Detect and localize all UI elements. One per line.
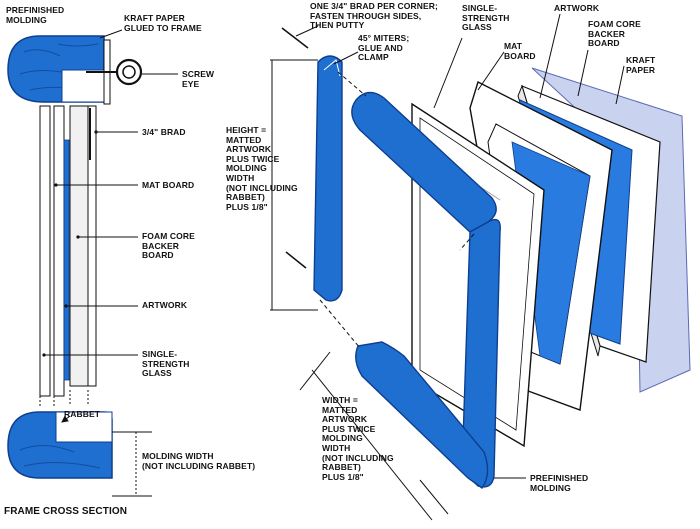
label-mat-board-exploded: MAT BOARD — [504, 41, 536, 61]
cross-section-glass — [39, 105, 51, 397]
label-artwork-cross: ARTWORK — [142, 300, 188, 310]
label-brad-per-corner: ONE 3/4" BRAD PER CORNER; FASTEN THROUGH… — [310, 1, 438, 31]
label-molding-width: MOLDING WIDTH (NOT INCLUDING RABBET) — [142, 451, 256, 471]
molding-left-rail — [313, 55, 343, 302]
cross-section-foam-core — [69, 105, 89, 387]
exploded-view-drawing — [270, 13, 691, 521]
label-kraft-paper-glued: KRAFT PAPER GLUED TO FRAME — [124, 13, 202, 33]
label-prefinished-molding-exploded: PREFINISHED MOLDING — [530, 473, 589, 493]
label-prefinished-molding-cross: PREFINISHED MOLDING — [6, 5, 65, 25]
cross-section-mat — [53, 105, 65, 397]
label-height-formula: HEIGHT = MATTED ARTWORK PLUS TWICE MOLDI… — [226, 125, 298, 212]
label-kraft-paper-exploded: KRAFT PAPER — [626, 55, 656, 75]
cross-section-artwork — [63, 139, 70, 381]
molding-bottom-rail — [355, 341, 489, 489]
label-artwork-exploded: ARTWORK — [554, 3, 600, 13]
label-foam-core-cross: FOAM CORE BACKER BOARD — [142, 231, 195, 261]
screw-eye-icon — [86, 58, 143, 86]
label-glass-cross: SINGLE- STRENGTH GLASS — [142, 349, 190, 379]
label-glass-exploded: SINGLE- STRENGTH GLASS — [462, 3, 510, 33]
molding-top-rail — [351, 91, 497, 233]
label-45-miters: 45° MITERS; GLUE AND CLAMP — [358, 33, 410, 63]
label-rabbet: RABBET — [64, 409, 101, 419]
cross-section-drawing — [7, 29, 178, 497]
cross-section-backing — [87, 105, 97, 387]
label-width-formula: WIDTH = MATTED ARTWORK PLUS TWICE MOLDIN… — [322, 395, 394, 482]
label-screw-eye: SCREW EYE — [182, 69, 215, 89]
label-mat-board-cross: MAT BOARD — [142, 180, 195, 190]
label-brad: 3/4" BRAD — [142, 127, 186, 137]
cross-section-title: FRAME CROSS SECTION — [4, 506, 128, 517]
label-foam-core-exploded: FOAM CORE BACKER BOARD — [588, 19, 641, 49]
